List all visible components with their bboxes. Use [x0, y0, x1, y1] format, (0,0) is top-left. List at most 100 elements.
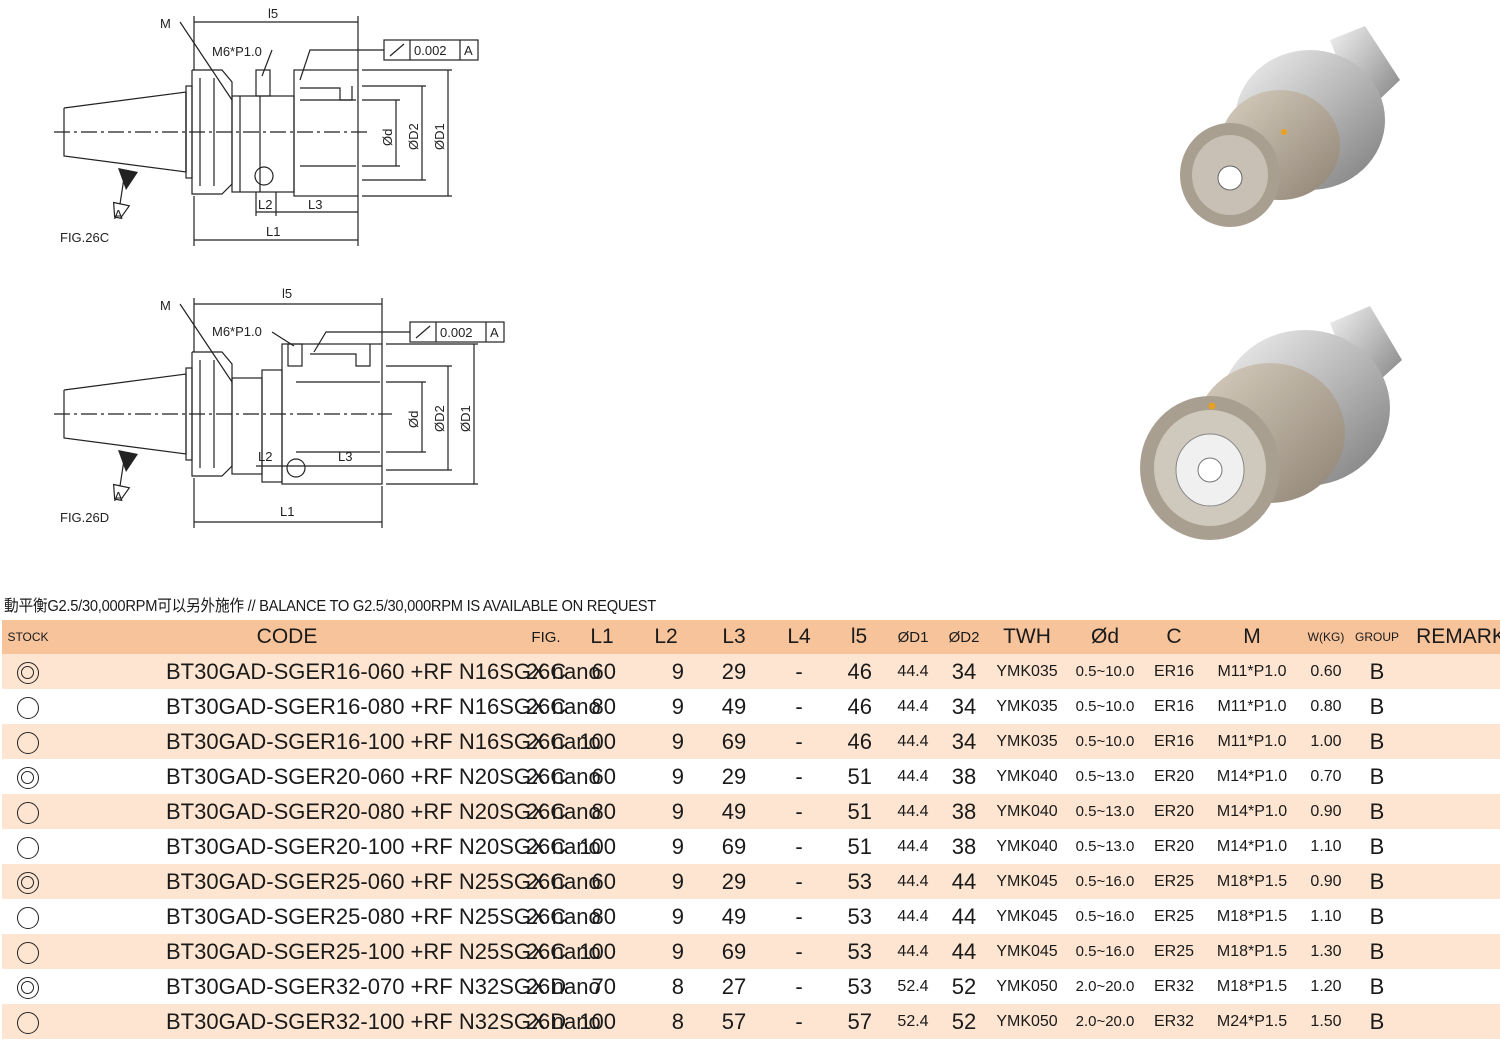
code-cell: BT30GAD-SGER32-100 +RF N32SGX nano [54, 1004, 601, 1039]
code-cell: BT30GAD-SGER25-080 +RF N25SGX nano [166, 903, 601, 929]
d2-cell: 34 [951, 693, 977, 719]
d2-cell: 38 [951, 833, 977, 859]
fig-cell: 26D [525, 973, 567, 999]
l4-cell: - [795, 973, 803, 999]
d-cell: 0.5~10.0 [1064, 724, 1146, 759]
d2-cell: 52 [951, 973, 977, 999]
circle-icon [17, 696, 39, 719]
fig1-thread-label: M6*P1.0 [212, 44, 262, 59]
fig-cell: 26C [525, 693, 567, 719]
l3-cell: 29 [721, 763, 747, 789]
stock-cell [2, 724, 54, 759]
remark-cell [1404, 689, 1500, 724]
l1-cell: 100 [572, 724, 632, 759]
m-cell: M24*P1.5 [1202, 1004, 1302, 1039]
twh-cell: YMK035 [990, 724, 1064, 759]
fig1-d2-label: ØD2 [406, 123, 421, 150]
m-cell: M18*P1.5 [1216, 977, 1288, 995]
fig-cell: 26C [520, 934, 572, 969]
fig2-tolerance-value: 0.002 [440, 325, 473, 340]
stock-cell [2, 689, 54, 724]
group-cell: B [1369, 763, 1385, 789]
specification-table: STOCK CODE FIG. L1 L2 L3 L4 l5 ØD1 ØD2 T… [2, 620, 1500, 1039]
l2-cell: 9 [671, 693, 684, 719]
group-cell: B [1369, 973, 1385, 999]
remark-cell [1404, 794, 1500, 829]
d2-cell: 52 [938, 1004, 990, 1039]
remark-cell [1404, 969, 1500, 1004]
d1-cell: 44.4 [897, 697, 929, 715]
group-cell: B [1369, 903, 1385, 929]
d1-cell: 44.4 [888, 654, 938, 689]
col-l1: L1 [572, 620, 632, 654]
code-cell: BT30GAD-SGER25-060 +RF N25SGX nano [54, 864, 601, 899]
d1-cell: 44.4 [888, 864, 938, 899]
double-circle-icon [17, 766, 39, 789]
twh-cell: YMK035 [996, 697, 1058, 715]
circle-icon [17, 731, 39, 754]
stock-cell [2, 969, 54, 1004]
col-group: GROUP [1350, 620, 1404, 654]
weight-cell: 1.30 [1302, 934, 1350, 969]
remark-cell [1404, 654, 1500, 689]
weight-cell: 0.80 [1310, 697, 1342, 715]
l3-cell: 57 [700, 1004, 768, 1039]
l1-cell: 80 [572, 794, 632, 829]
l4-cell: - [768, 654, 830, 689]
stock-cell [2, 934, 54, 969]
remark-cell [1404, 1004, 1500, 1039]
col-d2: ØD2 [938, 620, 990, 654]
d1-cell: 44.4 [888, 934, 938, 969]
remark-cell [1404, 724, 1500, 759]
weight-cell: 0.90 [1302, 864, 1350, 899]
code-cell: BT30GAD-SGER16-100 +RF N16SGX nano [54, 724, 601, 759]
c-cell: ER25 [1146, 934, 1202, 969]
group-cell: B [1350, 864, 1404, 899]
m-cell: M14*P1.0 [1216, 767, 1288, 785]
d-cell: 0.5~10.0 [1064, 654, 1146, 689]
d1-cell: 44.4 [897, 907, 929, 925]
d-cell: 0.5~16.0 [1075, 908, 1135, 925]
l3-cell: 69 [700, 724, 768, 759]
l3-cell: 69 [721, 833, 747, 859]
col-l5: l5 [830, 620, 888, 654]
col-l2: L2 [632, 620, 700, 654]
l4-cell: - [768, 724, 830, 759]
weight-cell: 0.90 [1302, 794, 1350, 829]
stock-cell [2, 1004, 54, 1039]
fig1-l5-label: l5 [268, 6, 278, 21]
twh-cell: YMK045 [990, 864, 1064, 899]
code-cell: BT30GAD-SGER20-060 +RF N20SGX nano [166, 763, 601, 789]
fig2-l3-label: L3 [338, 449, 352, 464]
fig-cell: 26C [520, 724, 572, 759]
l1-cell: 100 [572, 1004, 632, 1039]
twh-cell: YMK040 [996, 837, 1058, 855]
c-cell: ER25 [1146, 864, 1202, 899]
d-cell: 0.5~13.0 [1064, 794, 1146, 829]
weight-cell: 1.10 [1310, 837, 1342, 855]
circle-icon [17, 941, 39, 964]
fig2-m-label: M [160, 298, 171, 313]
stock-cell [2, 864, 54, 899]
fig1-tolerance-value: 0.002 [414, 43, 447, 58]
d2-cell: 34 [938, 654, 990, 689]
col-weight: W(KG) [1302, 620, 1350, 654]
code-cell: BT30GAD-SGER32-070 +RF N32SGX nano [166, 973, 601, 999]
fig1-l1-label: L1 [266, 224, 280, 239]
stock-cell [2, 829, 54, 864]
remark-cell [1404, 934, 1500, 969]
stock-cell [2, 759, 54, 794]
group-cell: B [1369, 693, 1385, 719]
c-cell: ER20 [1153, 767, 1195, 785]
l3-cell: 29 [700, 654, 768, 689]
fig2-l1-label: L1 [280, 504, 294, 519]
l5-cell: 51 [830, 794, 888, 829]
l2-cell: 8 [632, 1004, 700, 1039]
fig-cell: 26C [520, 654, 572, 689]
l5-cell: 57 [830, 1004, 888, 1039]
